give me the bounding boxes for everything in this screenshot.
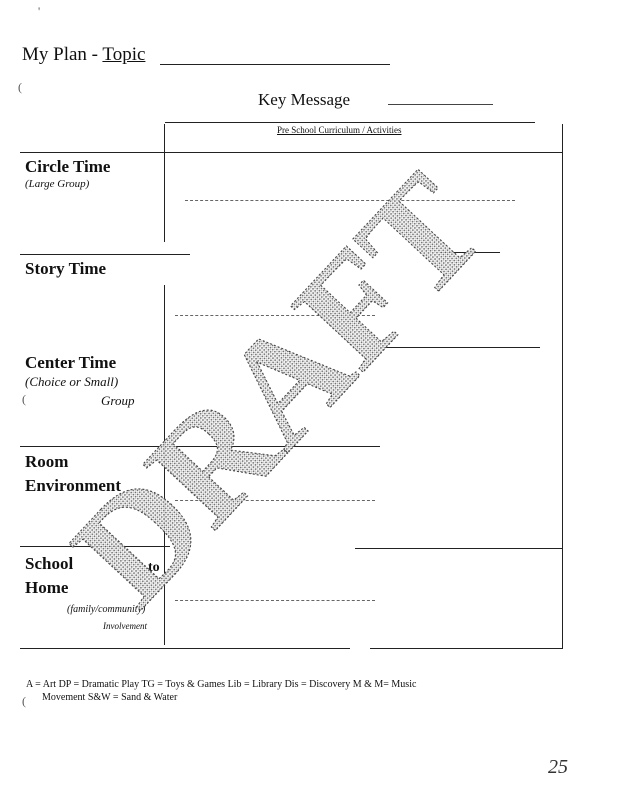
grid-line-center-right (380, 347, 540, 348)
center-time-title: Center Time (25, 353, 117, 372)
faint-line (175, 600, 375, 601)
legend-line-2: Movement S&W = Sand & Water (42, 692, 178, 703)
grid-line-circle (20, 152, 563, 153)
to-label: to (148, 560, 160, 575)
scan-mark: ( (22, 392, 26, 406)
school-home-involvement: Involvement (103, 621, 147, 631)
scan-mark: ( (18, 80, 22, 94)
grid-vline-left-lower (164, 285, 165, 645)
topic-blank-line (160, 64, 390, 65)
scan-mark: ( (22, 694, 26, 708)
faint-line (175, 315, 375, 316)
school-title: School (25, 554, 74, 573)
key-message-label: Key Message (258, 90, 351, 109)
grid-line-school-left (20, 546, 170, 547)
grid-line-top (165, 122, 535, 123)
page-number: 25 (548, 756, 568, 778)
key-message-blank-line (388, 104, 493, 105)
story-time-title: Story Time (25, 259, 107, 278)
faint-line (175, 500, 375, 501)
grid-line-school-right (355, 548, 563, 549)
scan-mark: ' (38, 4, 41, 18)
room-title: Room (25, 452, 69, 471)
center-time-sub: (Choice or Small) (25, 374, 119, 389)
draft-watermark-text: DRAFT (42, 144, 516, 635)
grid-line-story-left (20, 254, 190, 255)
topic-label: Topic (102, 44, 146, 65)
school-home-sub: (family/community) (67, 604, 146, 615)
circle-time-sub: (Large Group) (25, 178, 90, 190)
title-prefix: My Plan - (22, 44, 103, 65)
column-header: Pre School Curriculum / Activities (277, 125, 402, 135)
circle-time-title: Circle Time (25, 157, 111, 176)
faint-line (185, 200, 515, 201)
grid-vline-right (562, 124, 563, 649)
environment-title: Environment (25, 476, 122, 495)
center-time-sub-group: Group (101, 393, 135, 408)
page-title: My Plan - Topic (22, 44, 145, 66)
grid-line-room (20, 446, 380, 447)
legend-line-1: A = Art DP = Dramatic Play TG = Toys & G… (26, 679, 417, 690)
grid-line-bottom (20, 648, 350, 649)
home-title: Home (25, 578, 69, 597)
grid-vline-left (164, 124, 165, 242)
grid-line-story-right (440, 252, 500, 253)
grid-line-bottom-right (370, 648, 563, 649)
